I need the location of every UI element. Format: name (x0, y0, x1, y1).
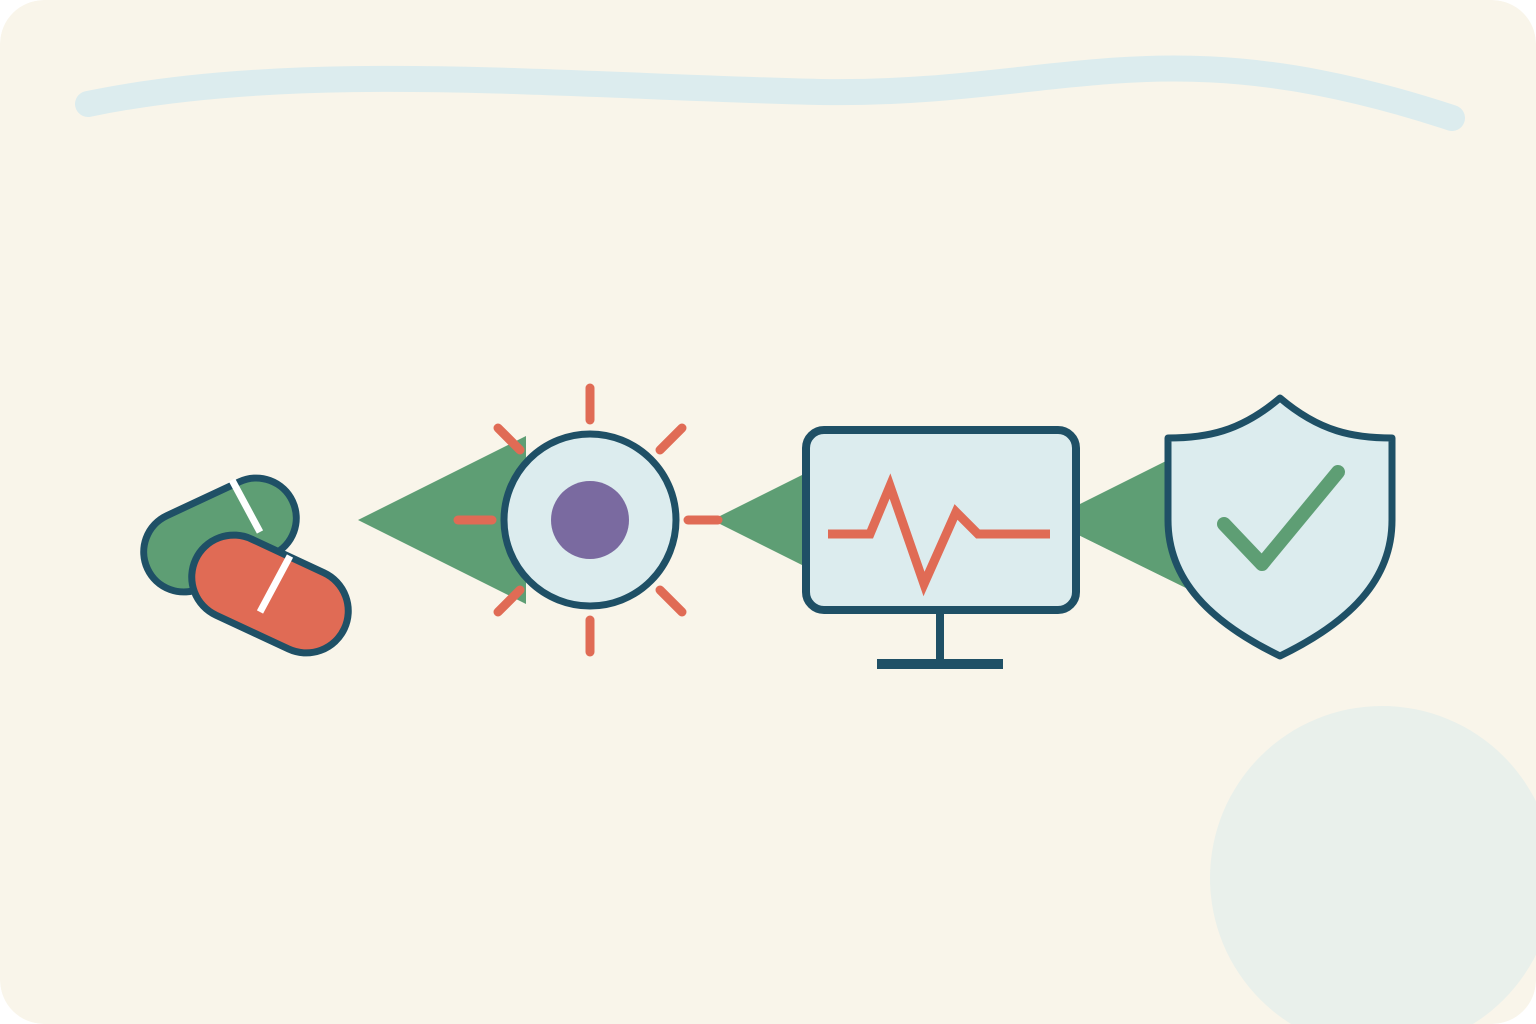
decorative-wave (75, 55, 1465, 131)
pill-capsules-icon (140, 474, 352, 657)
shield-check-icon (1164, 394, 1396, 660)
cell-burst-icon (453, 383, 723, 657)
arrow-left-icon (358, 436, 526, 604)
decorative-circle (1210, 706, 1536, 1024)
arrow-left-icon (712, 470, 812, 570)
heart-monitor-icon (802, 426, 1080, 669)
arrow-left-icon (1048, 458, 1190, 590)
